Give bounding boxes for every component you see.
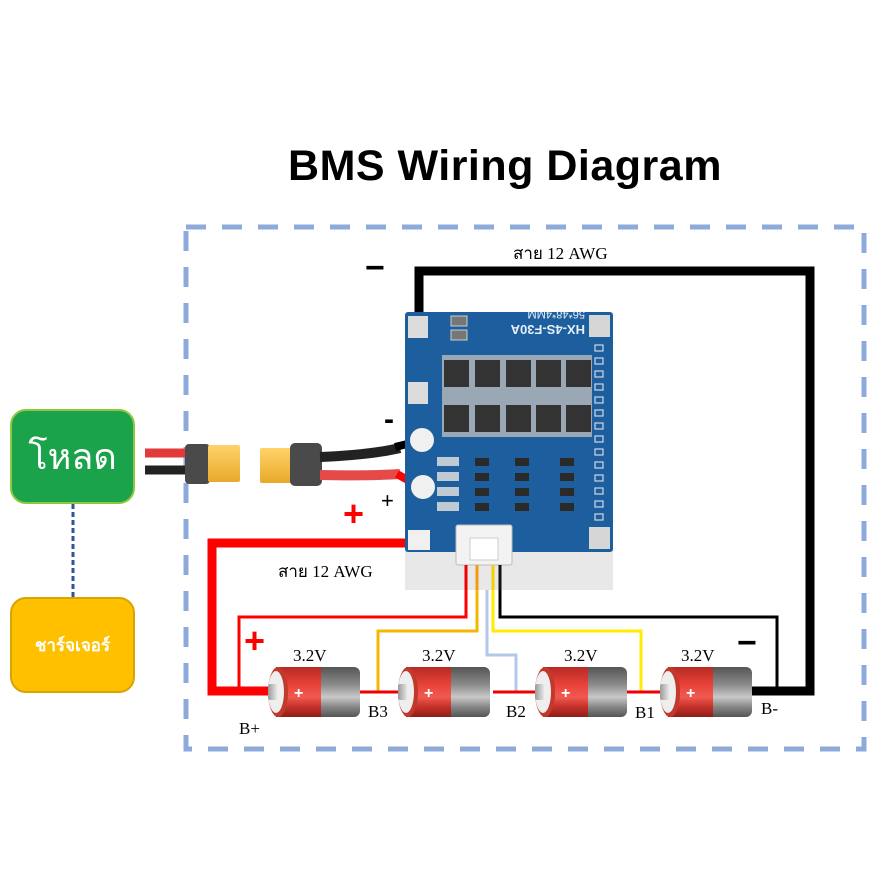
output-minus-sign: - [384,403,394,436]
balance-wire-yellow [491,590,643,692]
battery-1-voltage: 3.2V [293,646,327,665]
wire-label-bottom: สาย 12 AWG [278,562,373,581]
wire-b-plus-12awg [207,538,424,696]
battery-cell-4: + [660,667,752,717]
frame-dashed-border [183,224,867,752]
balance-wire-black [498,590,779,690]
balance-wire-orange [376,590,479,692]
pad-p-plus[interactable] [411,475,435,499]
battery-2-voltage: 3.2V [422,646,456,665]
balance-wire-red [237,590,468,691]
battery-cell-3: + [535,667,627,717]
wire-label-top: สาย 12 AWG [513,244,608,263]
balance-wire-lightblue [485,590,518,692]
board-model-text: HX-4S-F30A [510,322,585,337]
node-label-b2: B2 [506,702,526,721]
bms-board: HX-4S-F30A 56*48*4MM [405,308,613,590]
battery-4-voltage: 3.2V [681,646,715,665]
battery-minus-sign: − [737,624,757,662]
pad-b-minus[interactable] [408,316,428,338]
pad-b-plus[interactable] [408,530,430,550]
board-size-text: 56*48*4MM [528,308,585,320]
xt-connector-female[interactable] [260,443,322,486]
battery-plus-mark: + [561,685,570,702]
battery-plus-sign: + [244,620,266,661]
charger-label: ชาร์จเจอร์ [34,635,111,656]
load-label: โหลด [28,437,117,478]
output-plus-sign: + [381,488,394,513]
node-label-b-minus: B- [761,699,778,718]
node-label-b3: B3 [368,702,388,721]
diagram-title: BMS Wiring Diagram [288,142,722,190]
charger-box[interactable]: ชาร์จเจอร์ [10,597,135,693]
pad-p-minus[interactable] [410,428,434,452]
xt-connector-male[interactable] [185,444,240,484]
wire-b-minus-12awg [414,266,815,696]
top-minus-sign: − [365,249,385,287]
battery-plus-mark: + [686,685,695,702]
pad-b3[interactable] [589,527,610,549]
battery-plus-mark: + [294,685,303,702]
load-box[interactable]: โหลด [10,409,135,504]
pad-b2[interactable] [408,382,428,404]
battery-cell-2: + [398,667,490,717]
battery-plus-mark: + [424,685,433,702]
node-label-b-plus: B+ [239,719,260,738]
node-label-b1: B1 [635,703,655,722]
battery-3-voltage: 3.2V [564,646,598,665]
battery-cell-1: + [268,667,360,717]
pad-b1[interactable] [589,315,610,337]
board-plus-red-sign: + [343,493,365,534]
